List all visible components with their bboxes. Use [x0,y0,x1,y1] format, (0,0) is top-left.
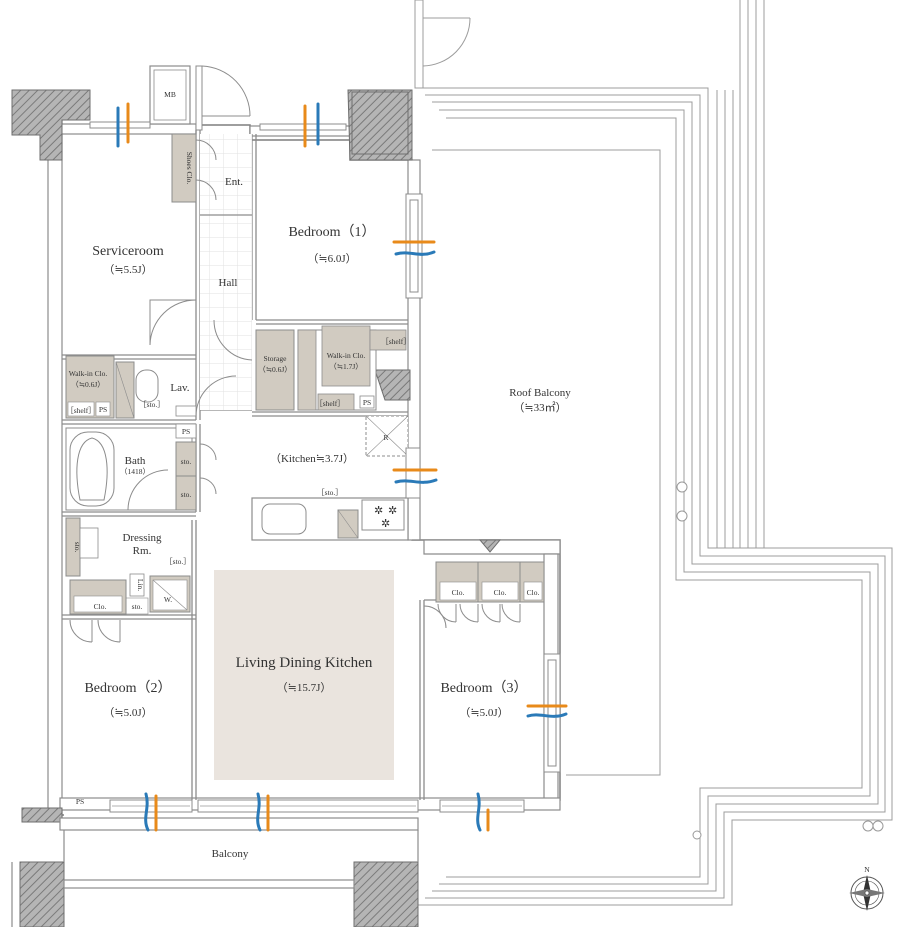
bedroom1-area: （≒6.0J） [307,252,356,265]
walk-in-closet-1: Walk-in Clo. （≒1.7J） ［shelf］ ［shelf］ PS [297,325,411,411]
roof-balcony-terrace [418,0,893,906]
svg-text:Bath: Bath [125,455,146,467]
serviceroom-door [149,299,197,346]
kitchen: R ［sto.］ ✲ ✲ ✲ （Kitchen≒3.7J） [251,415,409,541]
svg-text:Storage: Storage [264,354,288,363]
svg-text:Dressing: Dressing [122,532,162,544]
shoes-closet: Shoes Clo. [171,133,217,203]
svg-text:（≒0.6J）: （≒0.6J） [258,365,292,374]
storage-room: Storage （≒0.6J） [255,329,295,411]
lavatory: ［sto.］ Lav. [115,361,237,419]
svg-text:Shoes Clo.: Shoes Clo. [185,152,194,185]
svg-text:［sto.］: ［sto.］ [165,557,191,566]
svg-text:Walk-in Clo.: Walk-in Clo. [327,351,366,360]
entrance-door [195,65,251,131]
svg-text:sto.: sto. [73,542,82,553]
bedroom1-door [213,319,253,361]
roof-balcony-drains [676,481,884,840]
svg-text:MB: MB [164,90,176,99]
north-compass: N [849,865,885,911]
structural-columns [11,89,502,927]
svg-text:PS: PS [99,405,107,414]
svg-text:sto.: sto. [132,602,143,611]
ldk-label: Living Dining Kitchen [236,655,373,671]
svg-text:Clo.: Clo. [527,588,540,597]
roof-balcony-door-frame [414,0,471,89]
ldk-area: （≒15.7J） [277,681,332,694]
svg-text:（Kitchen≒3.7J）: （Kitchen≒3.7J） [270,452,354,465]
windows [89,121,561,813]
ps-label-bottom: PS [76,797,84,806]
svg-text:✲: ✲ [388,505,397,517]
bedroom2-area: （≒5.0J） [103,706,152,719]
svg-text:Walk-in Clo.: Walk-in Clo. [69,369,108,378]
serviceroom-label: Serviceroom [92,244,164,259]
hall-label: Hall [219,277,238,289]
svg-text:Rm.: Rm. [133,545,152,557]
walk-in-closet-2: Walk-in Clo. （≒0.6J） ［shelf］ PS [65,355,115,419]
hall-floor [200,134,252,410]
bedroom1-label: Bedroom（1） [288,224,375,240]
wall-left [47,119,63,821]
svg-text:Lin.: Lin. [136,579,145,591]
bedroom2-label: Bedroom（2） [84,680,171,696]
dressing-room: sto. Dressing Rm. ［sto.］ Lin. W. sto. [65,517,191,615]
svg-text:sto.: sto. [181,457,192,466]
bedroom3-area: （≒5.0J） [459,706,508,719]
svg-text:Clo.: Clo. [494,588,507,597]
serviceroom-area: （≒5.5J） [103,263,152,276]
svg-text:sto.: sto. [181,490,192,499]
svg-text:PS: PS [363,398,371,407]
svg-text:［shelf］: ［shelf］ [66,406,96,415]
svg-text:Clo.: Clo. [452,588,465,597]
svg-text:［sto.］: ［sto.］ [139,400,165,409]
svg-text:（≒1.7J）: （≒1.7J） [329,362,363,371]
airflow-markers [116,102,568,832]
hall-sto-closets: sto. sto. [175,441,217,511]
svg-text:W.: W. [164,595,172,604]
svg-text:N: N [864,865,870,874]
svg-text:（≒0.6J）: （≒0.6J） [71,380,105,389]
svg-text:（1418）: （1418） [120,467,150,476]
svg-text:✲: ✲ [381,518,390,530]
svg-text:R: R [383,433,388,442]
balcony-frame [11,817,419,927]
roof-balcony-label: Roof Balcony [509,387,571,399]
ldk-floor [214,570,394,780]
bedroom3-label: Bedroom（3） [440,680,527,696]
balcony-label: Balcony [212,848,249,860]
svg-text:Clo.: Clo. [94,602,107,611]
svg-text:PS: PS [182,427,190,436]
mb-box: MB [149,65,191,125]
svg-text:［sto.］: ［sto.］ [317,488,343,497]
ent-label: Ent. [225,176,243,188]
bedroom3-closets: Clo. Clo. Clo. [423,561,545,629]
svg-text:［shelf］: ［shelf］ [315,399,345,408]
bath: Bath （1418） PS [65,423,197,511]
roof-balcony-area: （≒33㎡） [513,401,566,414]
svg-text:［shelf］: ［shelf］ [381,337,411,346]
svg-text:✲: ✲ [374,505,383,517]
svg-text:Lav.: Lav. [170,382,189,394]
bedroom2-closet: Clo. [69,579,127,643]
